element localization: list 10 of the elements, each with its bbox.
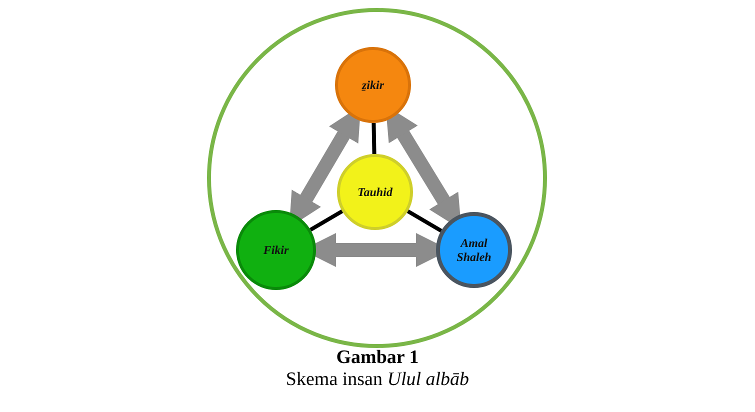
figure-title: Gambar 1	[336, 347, 419, 369]
node-label: Fikir	[262, 243, 290, 257]
node-label: Amal Shaleh	[456, 236, 492, 264]
node-label: ẕikir	[360, 78, 385, 92]
circle-node	[337, 154, 413, 230]
circle-frame	[207, 8, 547, 348]
figure-caption: Skema insan Ulul albāb	[286, 369, 470, 391]
node-label: Tauhid	[356, 185, 394, 199]
circle-node	[436, 212, 512, 288]
circle-node	[236, 210, 316, 290]
